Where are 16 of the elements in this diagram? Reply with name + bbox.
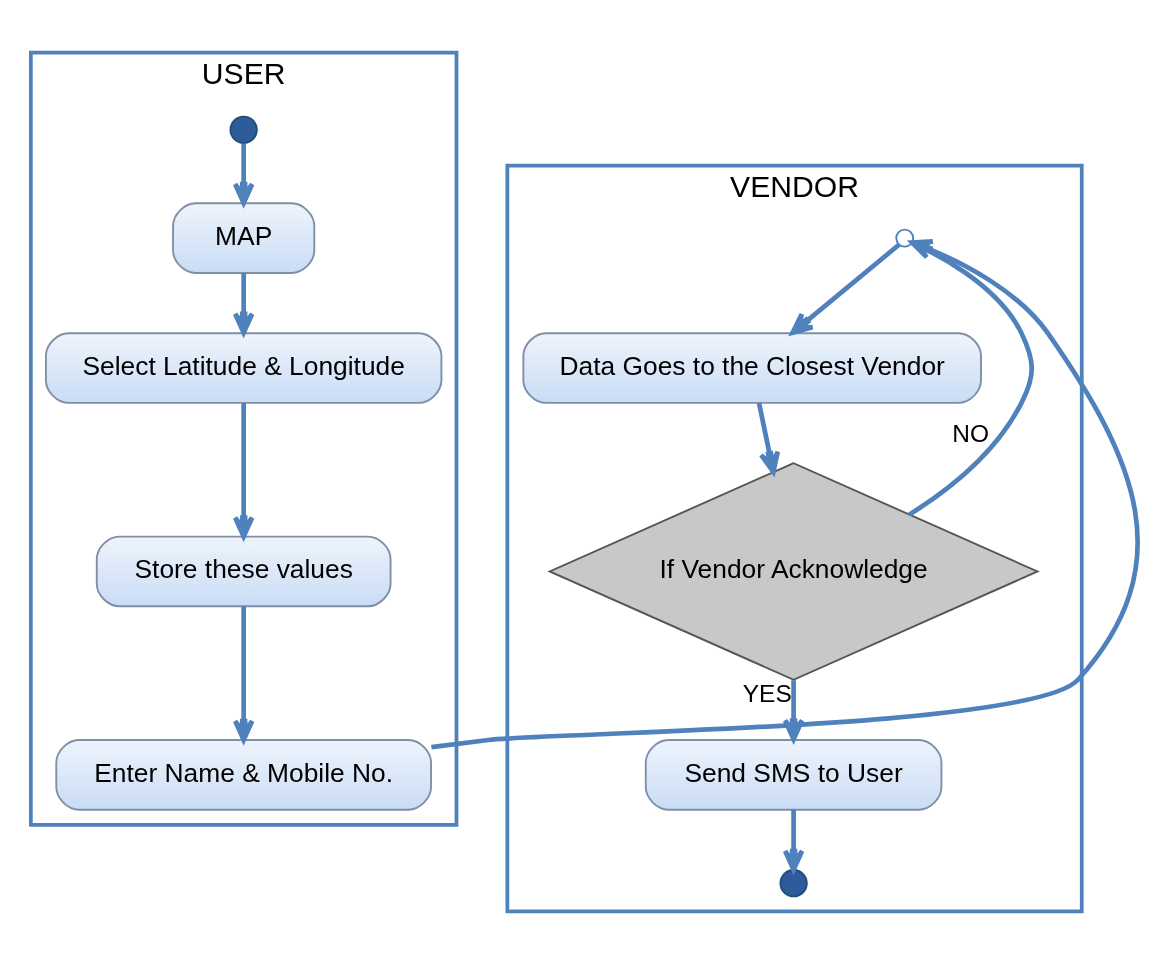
node-circle (229, 115, 258, 144)
edge-label: YES (742, 679, 792, 707)
arrow (782, 809, 805, 872)
node-box: Enter Name & Mobile No. (55, 738, 432, 811)
node-box: Send SMS to User (644, 738, 943, 811)
node-diamond: If Vendor Acknowledge (547, 461, 1040, 681)
node-box: MAP (172, 201, 316, 274)
edge-label: NO (952, 419, 989, 447)
arrow (790, 242, 901, 335)
node-box: Data Goes to the Closest Vendor (522, 331, 982, 404)
arrow (782, 679, 805, 742)
node-circle (779, 868, 808, 897)
node-circle (895, 228, 915, 247)
node-box: Store these values (95, 535, 392, 607)
node-box: Select Latitude & Longitude (45, 331, 443, 404)
arrow (232, 402, 255, 539)
